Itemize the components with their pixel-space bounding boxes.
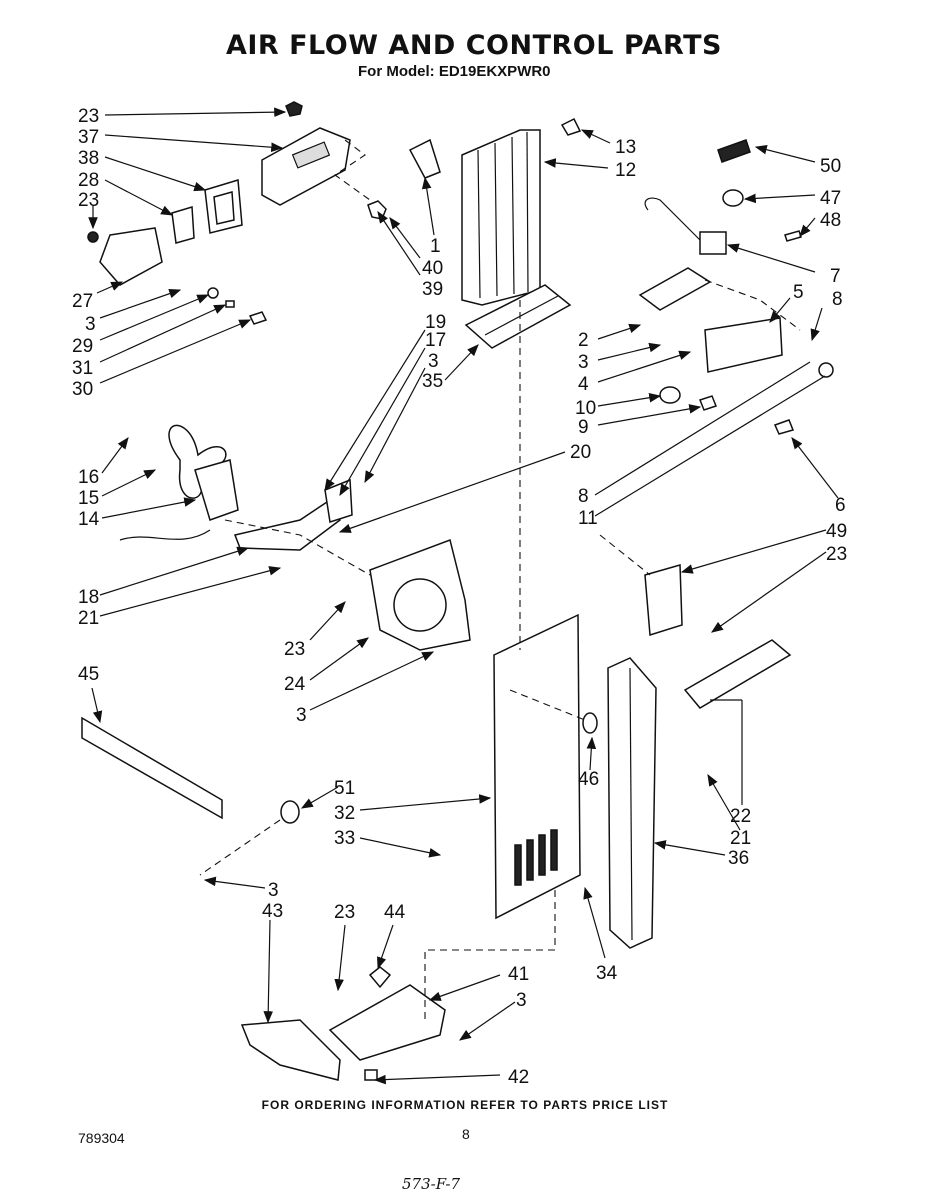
callout-label: 22 bbox=[730, 806, 751, 827]
callout-label: 27 bbox=[72, 291, 93, 312]
callout-label: 47 bbox=[820, 188, 841, 209]
callout-label: 51 bbox=[334, 778, 355, 799]
callout-label: 30 bbox=[72, 379, 93, 400]
callout-label: 38 bbox=[78, 148, 99, 169]
callout-label: 41 bbox=[508, 964, 529, 985]
callout-label: 15 bbox=[78, 488, 99, 509]
callout-label: 21 bbox=[78, 608, 99, 629]
callout-label: 3 bbox=[268, 880, 279, 901]
callout-label: 7 bbox=[830, 266, 841, 287]
model-subtitle: For Model: ED19EKXPWR0 bbox=[358, 63, 551, 80]
callout-label: 3 bbox=[516, 990, 527, 1011]
callout-label: 20 bbox=[570, 442, 591, 463]
callout-label: 39 bbox=[422, 279, 443, 300]
callout-label: 3 bbox=[85, 314, 96, 335]
ordering-info-note: FOR ORDERING INFORMATION REFER TO PARTS … bbox=[261, 1098, 669, 1112]
strip-part bbox=[81, 716, 223, 820]
callout-label: 23 bbox=[78, 190, 99, 211]
callout-label: 50 bbox=[820, 156, 841, 177]
assembly-lines bbox=[199, 139, 801, 1020]
callout-label: 9 bbox=[578, 417, 589, 438]
callout-label: 23 bbox=[826, 544, 847, 565]
drain-trough-part bbox=[328, 984, 446, 1061]
callout-label: 40 bbox=[422, 258, 443, 279]
callout-label: 18 bbox=[78, 587, 99, 608]
callout-label: 10 bbox=[575, 398, 596, 419]
side-trim-part bbox=[607, 657, 657, 949]
callout-label: 44 bbox=[384, 902, 406, 923]
callout-label: 48 bbox=[820, 210, 841, 231]
control-housing-part bbox=[261, 127, 351, 206]
callout-label: 2 bbox=[578, 330, 589, 351]
callout-label: 45 bbox=[78, 664, 99, 685]
callout-label: 21 bbox=[730, 828, 751, 849]
page-title: AIR FLOW AND CONTROL PARTS bbox=[225, 30, 723, 61]
thermostat-capillary bbox=[644, 197, 701, 241]
callout-label: 11 bbox=[578, 508, 598, 529]
callout-label: 17 bbox=[425, 330, 446, 351]
document-number: 789304 bbox=[78, 1130, 125, 1146]
callout-label: 29 bbox=[72, 336, 93, 357]
callout-label: 3 bbox=[578, 352, 589, 373]
channel-part bbox=[683, 639, 792, 709]
callout-label: 34 bbox=[596, 963, 618, 984]
callout-label: 23 bbox=[334, 902, 355, 923]
callout-label: 14 bbox=[78, 509, 100, 530]
callout-label: 23 bbox=[284, 639, 305, 660]
callout-label: 36 bbox=[728, 848, 749, 869]
callout-label: 3 bbox=[296, 705, 307, 726]
page-number: 8 bbox=[462, 1126, 470, 1142]
callout-label: 35 bbox=[422, 371, 443, 392]
evaporator-cover-part bbox=[493, 613, 581, 920]
fan-motor-part bbox=[194, 459, 239, 521]
callout-label: 32 bbox=[334, 803, 355, 824]
control-bracket-part bbox=[638, 267, 712, 311]
handwritten-note: 573-F-7 bbox=[402, 1175, 461, 1193]
callout-label: 3 bbox=[428, 351, 439, 372]
callout-label: 16 bbox=[78, 467, 99, 488]
callout-label: 31 bbox=[72, 358, 93, 379]
callout-label: 43 bbox=[262, 901, 283, 922]
grille-part bbox=[464, 284, 572, 349]
callout-label: 28 bbox=[78, 170, 99, 191]
callout-label: 49 bbox=[826, 521, 847, 542]
callout-label: 8 bbox=[832, 289, 843, 310]
callout-label: 12 bbox=[615, 160, 636, 181]
callout-label: 42 bbox=[508, 1067, 529, 1088]
callout-label: 13 bbox=[615, 137, 636, 158]
callout-label: 37 bbox=[78, 127, 99, 148]
callout-label: 8 bbox=[578, 486, 589, 507]
callout-label: 23 bbox=[78, 106, 99, 127]
callout-label: 33 bbox=[334, 828, 355, 849]
callout-label: 5 bbox=[793, 282, 804, 303]
callout-label: 24 bbox=[284, 674, 306, 695]
leader-lines bbox=[88, 107, 839, 1085]
callout-label: 19 bbox=[425, 312, 446, 333]
part-illustrations bbox=[81, 101, 834, 1081]
callout-label: 6 bbox=[835, 495, 846, 516]
lower-duct-part bbox=[240, 1019, 341, 1081]
callout-labels: 23 37 38 28 23 27 3 29 31 30 40 39 1 13 … bbox=[72, 106, 847, 1088]
callout-label: 4 bbox=[578, 374, 589, 395]
damper-motor-part bbox=[99, 227, 163, 286]
callout-label: 46 bbox=[578, 769, 599, 790]
callout-label: 1 bbox=[430, 236, 441, 257]
